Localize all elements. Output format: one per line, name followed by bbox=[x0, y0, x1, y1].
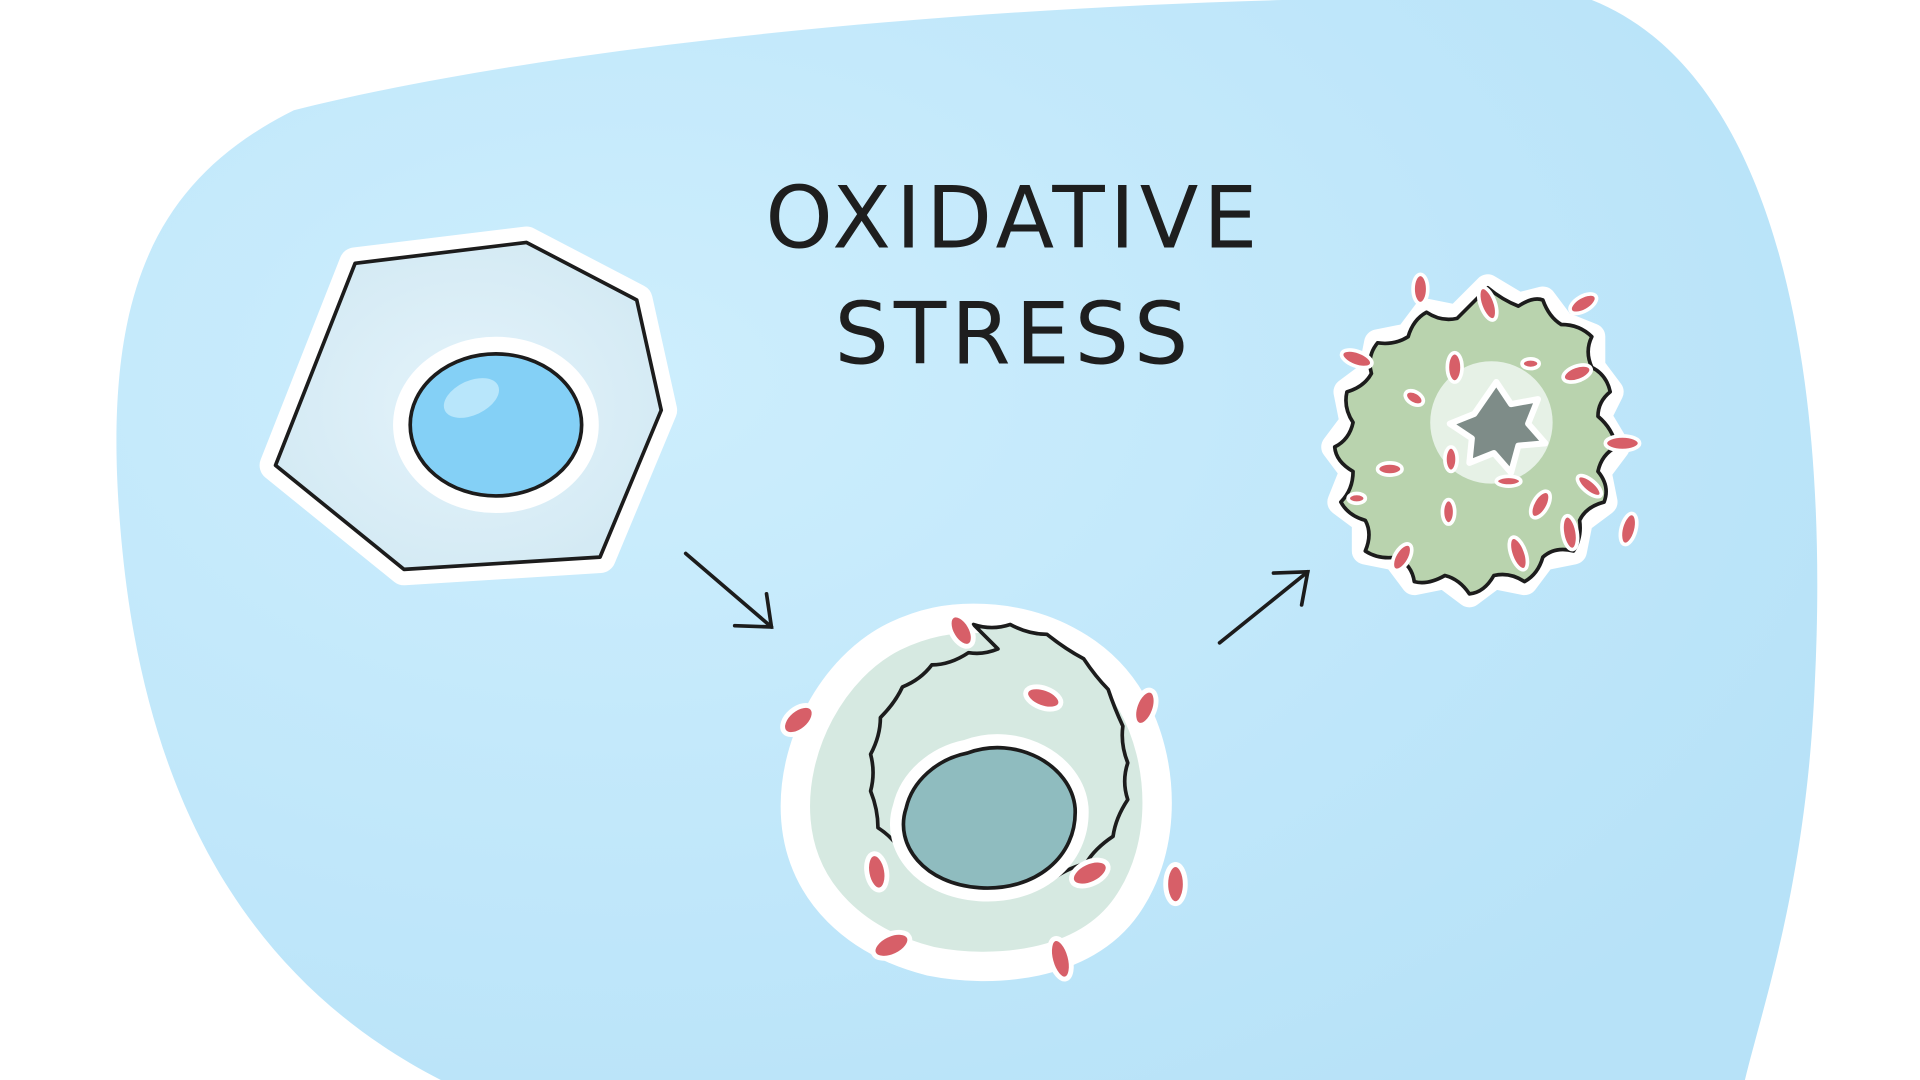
arrow-icon bbox=[683, 551, 774, 629]
dying-nucleus bbox=[1446, 378, 1549, 476]
stressed-nucleus bbox=[901, 745, 1077, 890]
radicals bbox=[780, 612, 1188, 982]
healthy-cell bbox=[259, 226, 678, 586]
arrow-icon bbox=[1217, 569, 1310, 645]
stressed-cell bbox=[780, 603, 1188, 982]
radicals bbox=[1339, 272, 1642, 573]
dying-cell bbox=[1321, 272, 1642, 608]
title-line-1: OXIDATIVE bbox=[765, 168, 1262, 268]
healthy-nucleus bbox=[408, 352, 584, 498]
title-line-2: STRESS bbox=[835, 285, 1194, 385]
